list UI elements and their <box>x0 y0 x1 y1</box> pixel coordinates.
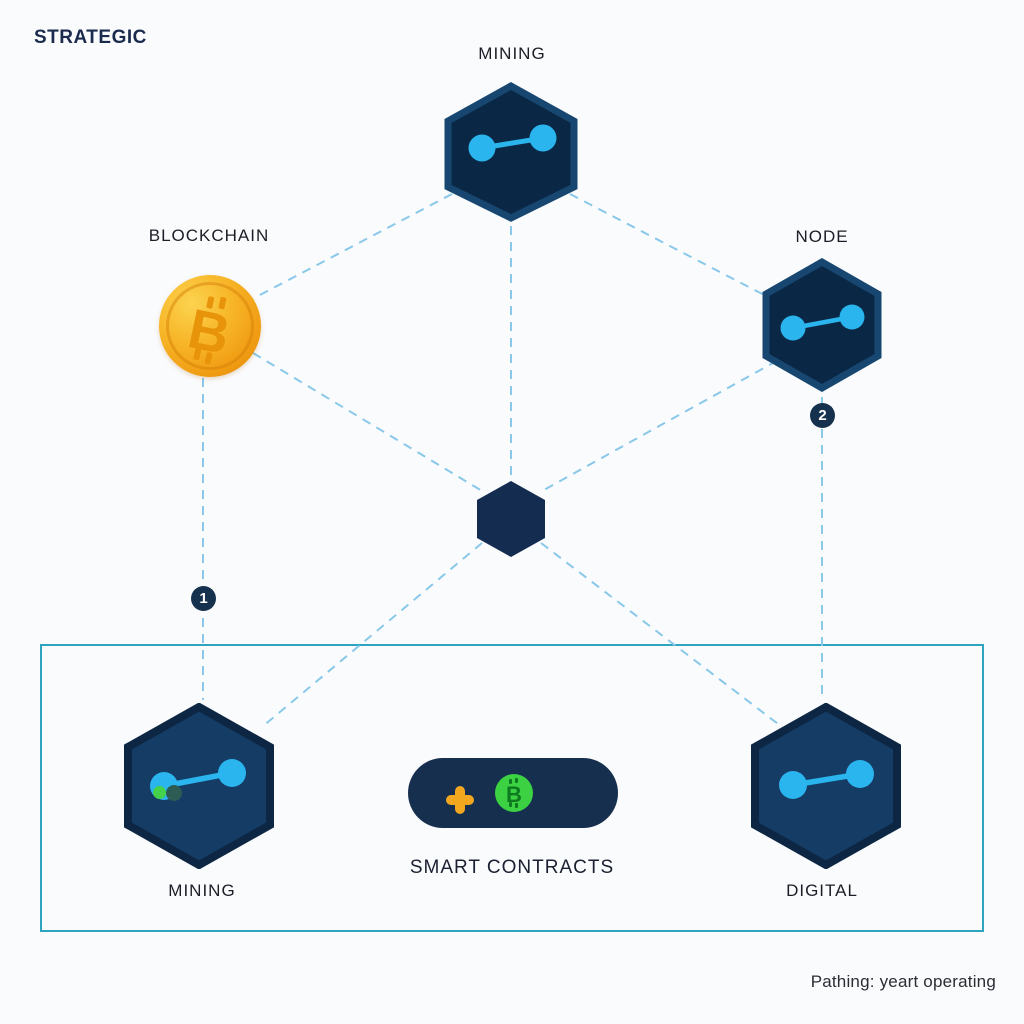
hexagon-shape <box>444 82 578 222</box>
node-link-icon <box>468 124 557 162</box>
hexagon-center-hub <box>477 481 545 557</box>
bottom-section-panel <box>40 644 984 932</box>
step-badge-1: 1 <box>191 586 216 611</box>
hexagon-shape <box>762 258 882 392</box>
green-bitcoin-icon: B <box>495 774 533 812</box>
hexagon-shape <box>751 703 901 869</box>
plus-icon <box>439 779 481 821</box>
label-digital: DIGITAL <box>786 881 858 900</box>
label-mining-top: MINING <box>478 44 546 63</box>
label-smart-contracts: SMART CONTRACTS <box>409 857 615 878</box>
smart-contracts-pill: B <box>408 758 618 828</box>
connector-centerhex-bottomleft <box>261 542 483 728</box>
hexagon-shape <box>477 481 545 557</box>
label-node: NODE <box>795 227 849 246</box>
connector-tophex-coin <box>257 193 453 297</box>
connector-coin-centerhex <box>252 352 483 492</box>
label-blockchain: BLOCKCHAIN <box>148 226 270 245</box>
hexagon-mining-top <box>444 82 578 222</box>
hexagon-mining-bottom <box>124 703 274 869</box>
coin-inner-ring <box>166 282 254 370</box>
connector-tophex-nodehex <box>569 193 767 297</box>
connector-nodehex-centerhex <box>541 352 792 492</box>
bitcoin-coin-icon: B <box>159 275 261 377</box>
page-title: STRATEGIC <box>34 27 147 48</box>
hexagon-shape <box>124 703 274 869</box>
status-dot-bright <box>153 786 166 799</box>
footer-caption: Pathing: yeart operating <box>810 972 996 991</box>
hexagon-node <box>762 258 882 392</box>
connector-centerhex-bottomright <box>540 542 783 728</box>
label-mining-bottom: MINING <box>168 881 236 900</box>
bitcoin-symbol: B <box>183 296 236 366</box>
plus-bar <box>455 786 465 814</box>
node-link-icon <box>780 304 865 341</box>
hexagon-digital <box>751 703 901 869</box>
step-badge-2: 2 <box>810 403 835 428</box>
status-dot-dark <box>166 785 182 801</box>
svg-text:B: B <box>506 782 522 807</box>
node-link-icon <box>779 760 874 799</box>
